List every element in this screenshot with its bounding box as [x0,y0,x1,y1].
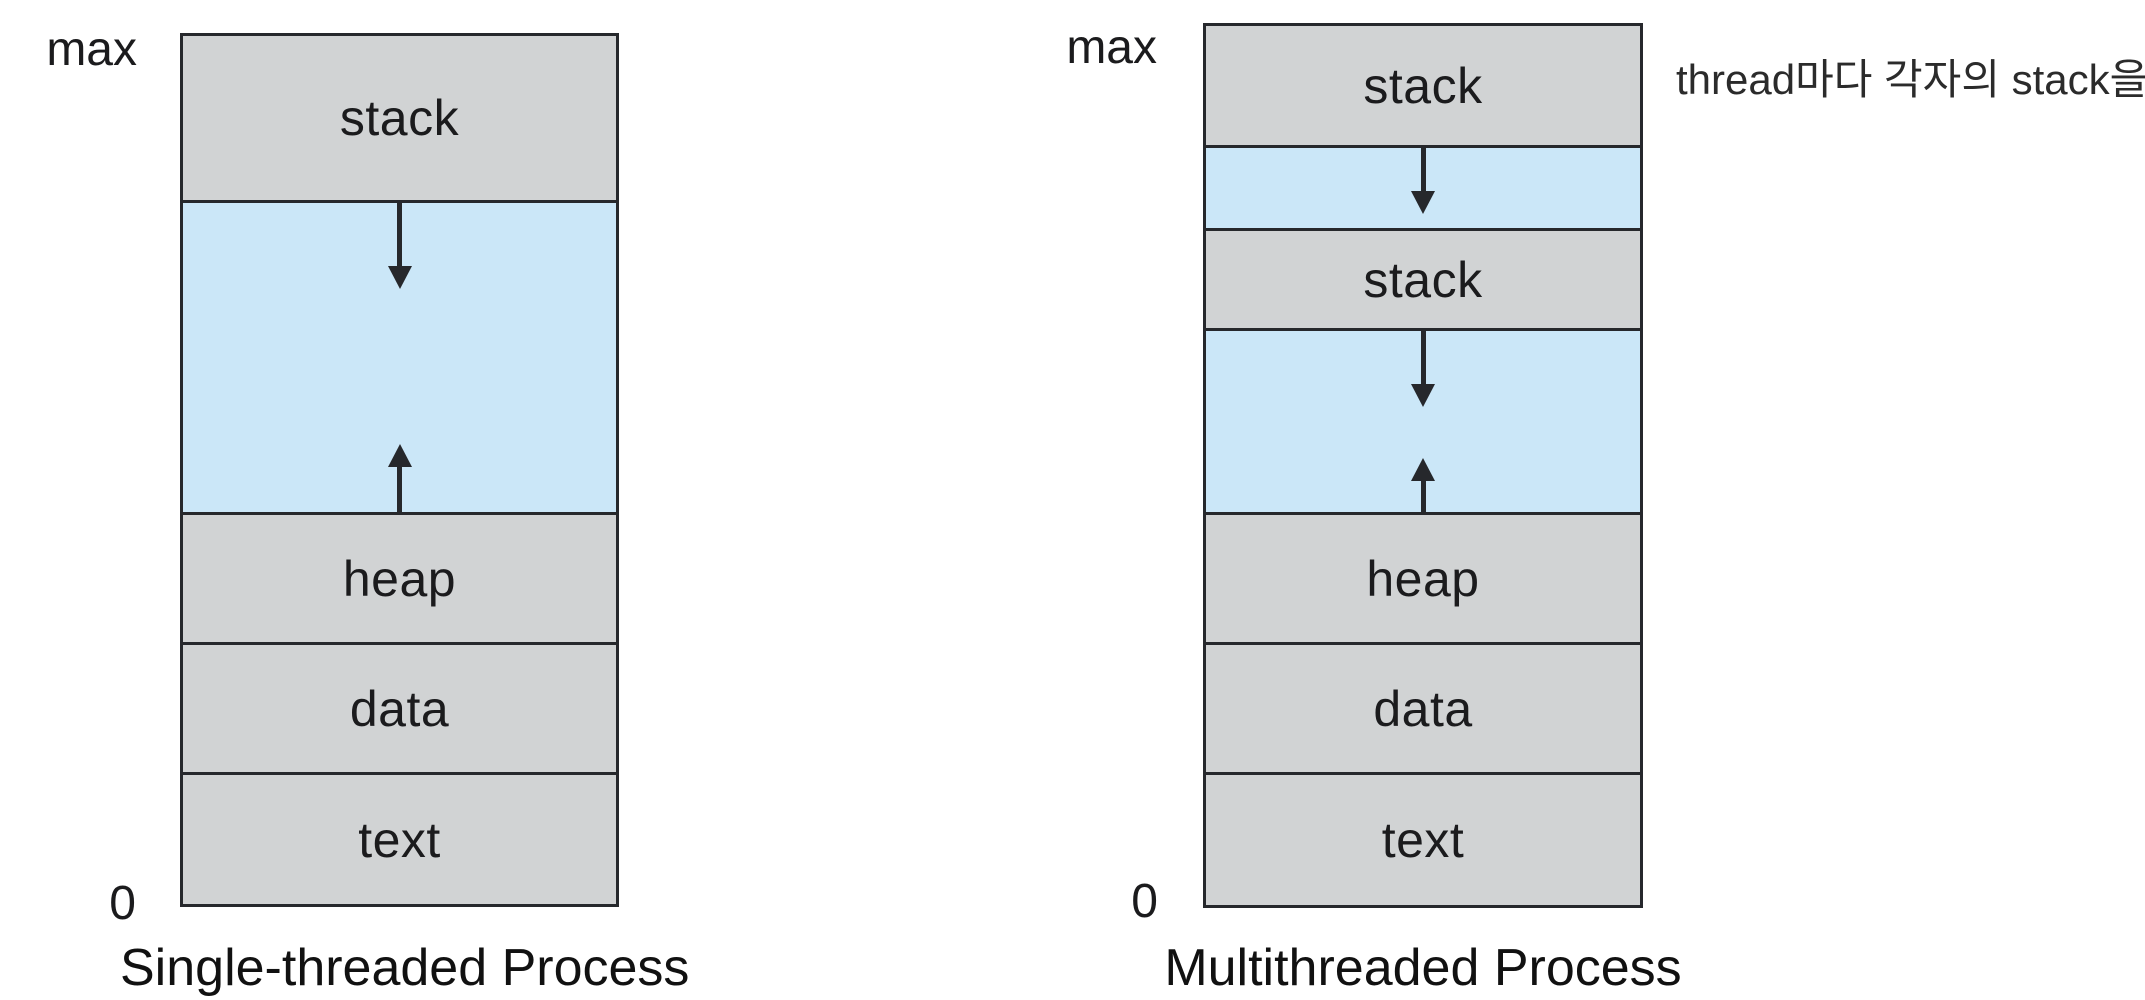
right-free-space1-section [1206,145,1640,228]
right-stack2-label: stack [1363,251,1483,308]
right-data-section: data [1206,642,1640,772]
left-text-label: text [358,811,441,868]
right-max-label: max [1066,21,1157,74]
right-heap-section: heap [1206,512,1640,642]
right-data-label: data [1373,680,1473,737]
left-text-section: text [183,772,616,904]
arrow-down-icon [1411,331,1435,407]
right-stack1-label: stack [1363,57,1483,114]
arrow-up-icon [1411,458,1435,512]
arrow-down-icon [1411,148,1435,214]
right-stack2-section: stack [1206,228,1640,328]
left-data-label: data [349,680,450,737]
arrow-up-icon [387,444,412,512]
right-zero-label: 0 [1131,875,1158,928]
right-stack1-section: stack [1206,26,1640,145]
left-stack-label: stack [339,90,460,146]
multithreaded-caption: Multithreaded Process [1164,939,1682,997]
left-max-label: max [46,23,137,76]
left-free-space-section [183,200,616,512]
multithreaded-memory-box: stack stack heap data [1203,23,1643,908]
arrow-down-icon [387,203,412,289]
left-heap-label: heap [342,550,457,607]
left-data-section: data [183,642,616,772]
right-text-label: text [1381,812,1465,868]
left-stack-section: stack [183,36,616,200]
right-text-section: text [1206,772,1640,905]
right-free-space2-section [1206,328,1640,512]
left-zero-label: 0 [109,877,136,930]
single-threaded-caption: Single-threaded Process [120,939,690,997]
left-heap-section: heap [183,512,616,642]
single-threaded-memory-box: stack heap data text [180,33,619,907]
thread-stack-annotation: thread마다 각자의 stack을 가짐 [1676,56,2145,103]
right-heap-label: heap [1366,550,1480,607]
